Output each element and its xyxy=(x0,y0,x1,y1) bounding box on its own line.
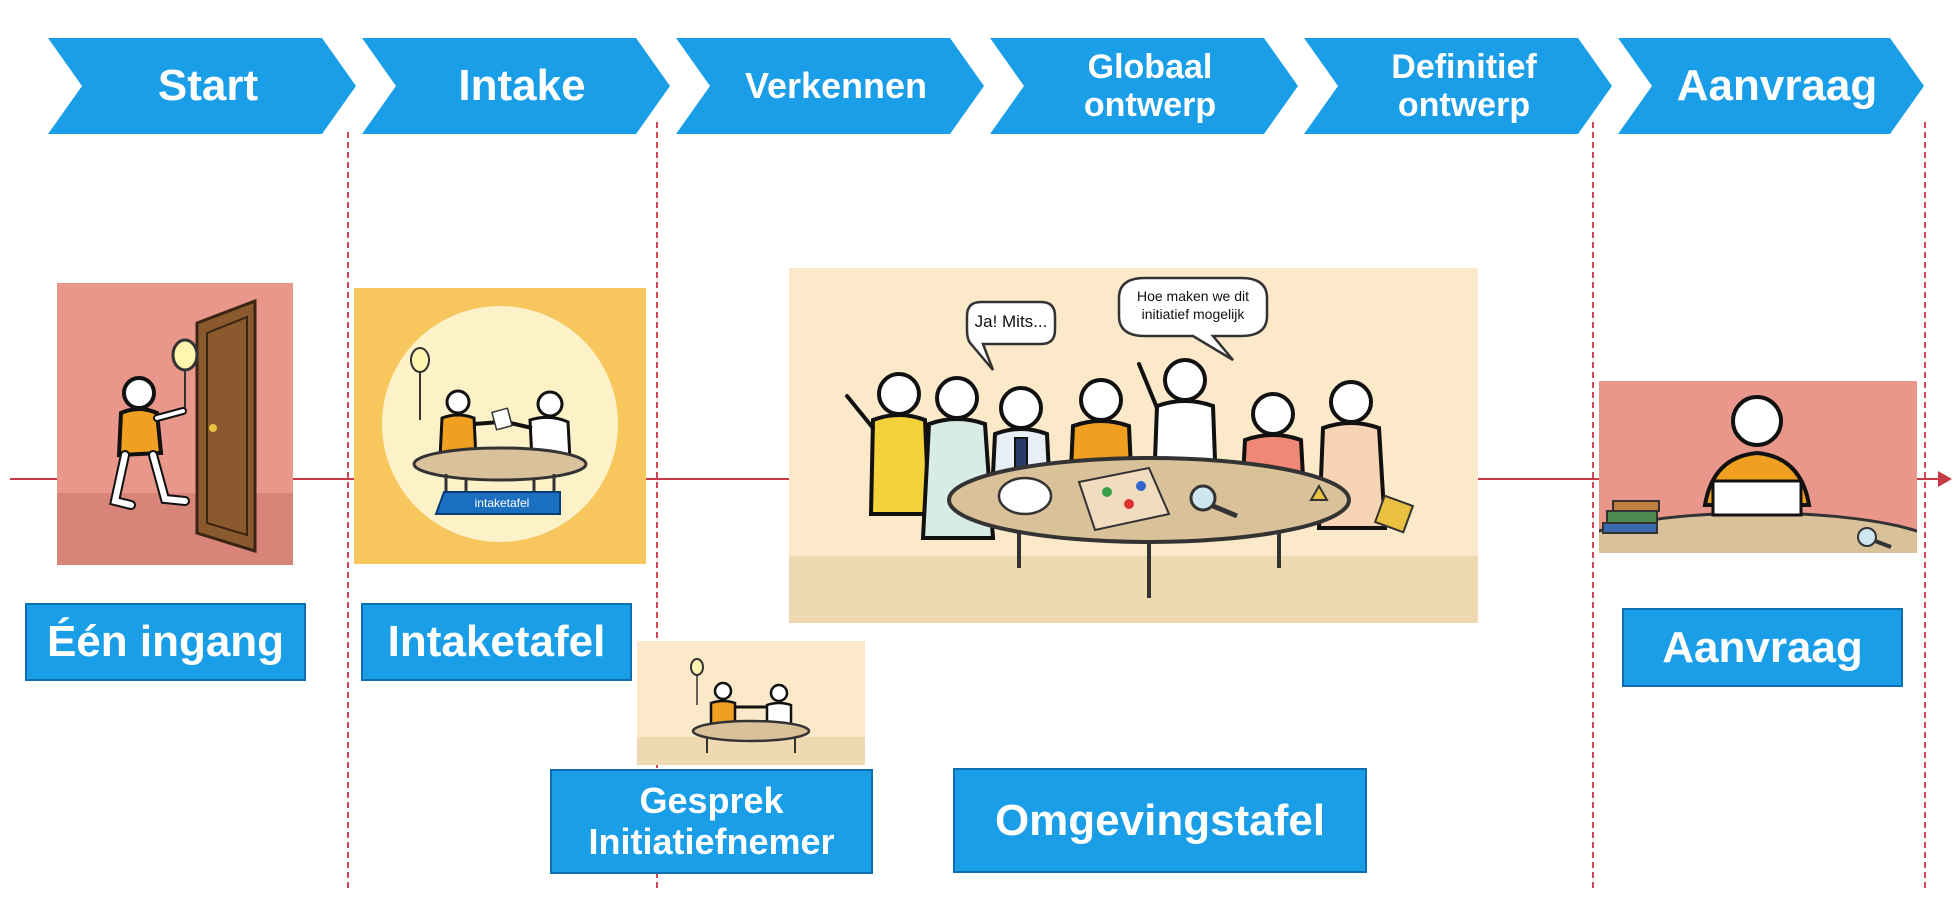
step-intake: Intake xyxy=(362,38,670,134)
speech-bubble-hoe-line2: initiatief mogelijk xyxy=(1141,306,1245,322)
timeline-arrowhead xyxy=(1938,471,1952,487)
step-verkennen-label: Verkennen xyxy=(744,65,928,107)
label-gesprek-initiatiefnemer: Gesprek Initiatiefnemer xyxy=(550,769,873,874)
step-aanvraag-label: Aanvraag xyxy=(1676,60,1878,110)
step-definitief-line1: Definitief xyxy=(1391,47,1537,86)
illustration-omgevingstafel: Ja! Mits... Hoe maken we dit initiatief … xyxy=(789,268,1478,623)
illustration-aanvraag xyxy=(1599,381,1917,553)
step-intake-label: Intake xyxy=(458,60,586,110)
label-aanvraag: Aanvraag xyxy=(1622,608,1903,687)
speech-bubble-ja-mits: Ja! Mits... xyxy=(974,312,1048,331)
divider-2 xyxy=(656,122,658,888)
label-omgevingstafel-text: Omgevingstafel xyxy=(994,795,1326,845)
illustration-intaketafel: intaketafel xyxy=(354,288,646,564)
label-aanvraag-text: Aanvraag xyxy=(1662,622,1863,672)
step-start: Start xyxy=(48,38,356,134)
intaketafel-sign-text: intaketafel xyxy=(474,496,530,510)
divider-3 xyxy=(1592,122,1594,888)
step-globaal-ontwerp: Globaal ontwerp xyxy=(990,38,1298,134)
illustration-gesprek xyxy=(637,641,865,765)
divider-4 xyxy=(1924,122,1926,888)
label-een-ingang-text: Één ingang xyxy=(46,617,285,667)
label-gesprek-line2: Initiatiefnemer xyxy=(588,820,835,862)
step-start-label: Start xyxy=(157,60,259,110)
label-omgevingstafel: Omgevingstafel xyxy=(953,768,1367,873)
label-gesprek-line1: Gesprek xyxy=(639,780,784,822)
label-een-ingang: Één ingang xyxy=(25,603,306,681)
label-intaketafel-text: Intaketafel xyxy=(387,617,606,667)
step-globaal-line1: Globaal xyxy=(1087,47,1213,86)
step-aanvraag: Aanvraag xyxy=(1618,38,1924,134)
step-verkennen: Verkennen xyxy=(676,38,984,134)
illustration-een-ingang xyxy=(57,283,293,565)
speech-bubble-hoe-line1: Hoe maken we dit xyxy=(1136,288,1250,304)
step-globaal-line2: ontwerp xyxy=(1083,86,1217,124)
step-definitief-line2: ontwerp xyxy=(1397,86,1531,124)
divider-1 xyxy=(347,132,349,888)
label-intaketafel: Intaketafel xyxy=(361,603,632,681)
step-definitief-ontwerp: Definitief ontwerp xyxy=(1304,38,1612,134)
